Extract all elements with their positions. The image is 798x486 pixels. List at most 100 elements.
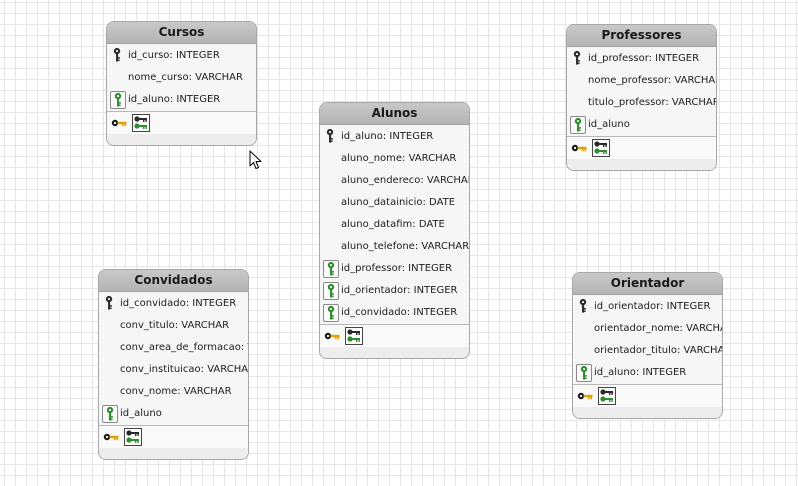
attribute-row[interactable]: id_professor: INTEGER <box>567 48 716 70</box>
entity-footer <box>573 384 722 407</box>
foreign-key-icon <box>327 261 335 276</box>
entity-professores[interactable]: Professores id_professor: INTEGER nome_pr… <box>566 24 717 171</box>
attribute-row[interactable]: id_aluno: INTEGER <box>107 89 256 111</box>
foreign-key-icon <box>323 304 339 322</box>
add-foreign-key-icon[interactable] <box>592 139 610 157</box>
attribute-label: conv_nome: VARCHAR <box>120 386 232 397</box>
add-primary-key-icon[interactable] <box>111 118 127 128</box>
attribute-label: conv_area_de_formacao: VARCHAR <box>120 342 248 353</box>
attribute-row[interactable]: id_orientador: INTEGER <box>573 296 722 318</box>
attribute-row[interactable]: id_convidado: INTEGER <box>99 293 248 315</box>
primary-key-icon <box>570 50 586 68</box>
entity-footer <box>107 111 256 134</box>
attribute-row[interactable]: aluno_datainicio: DATE <box>320 192 469 214</box>
attribute-label: id_convidado: INTEGER <box>341 307 458 318</box>
attribute-row[interactable]: aluno_endereco: VARCHAR <box>320 170 469 192</box>
attribute-list: id_orientador: INTEGER orientador_nome: V… <box>573 295 722 384</box>
entity-bottom-bar <box>573 407 722 418</box>
add-primary-key-icon[interactable] <box>103 432 119 442</box>
attribute-row[interactable]: id_aluno <box>567 114 716 136</box>
entity-footer <box>567 136 716 159</box>
entity-convidados[interactable]: Convidados id_convidado: INTEGER conv_tit… <box>98 269 249 460</box>
attribute-label: id_professor: INTEGER <box>341 263 453 274</box>
attribute-label: conv_instituicao: VARCHAR <box>120 364 248 375</box>
entity-title[interactable]: Cursos <box>107 22 256 44</box>
attribute-row[interactable]: aluno_telefone: VARCHAR <box>320 236 469 258</box>
entity-title[interactable]: Alunos <box>320 103 469 125</box>
primary-key-icon <box>326 128 334 143</box>
add-foreign-key-icon[interactable] <box>124 428 142 446</box>
attribute-row[interactable]: nome_curso: VARCHAR <box>107 67 256 89</box>
attribute-row[interactable]: orientador_titulo: VARCHAR <box>573 340 722 362</box>
attribute-label: id_orientador: INTEGER <box>341 285 458 296</box>
entity-alunos[interactable]: Alunos id_aluno: INTEGER aluno_nome: VARC… <box>319 102 470 359</box>
attribute-row[interactable]: id_curso: INTEGER <box>107 45 256 67</box>
attribute-label: nome_professor: VARCHAR <box>588 75 716 86</box>
attribute-label: aluno_datainicio: DATE <box>341 197 456 208</box>
attribute-row[interactable]: id_aluno <box>99 403 248 425</box>
attribute-row[interactable]: id_aluno: INTEGER <box>573 362 722 384</box>
primary-key-icon <box>579 298 587 313</box>
primary-key-icon <box>323 128 339 146</box>
attribute-label: id_aluno: INTEGER <box>594 367 687 378</box>
entity-orientador[interactable]: Orientador id_orientador: INTEGER orienta… <box>572 272 723 419</box>
foreign-key-icon <box>323 260 339 278</box>
add-foreign-key-icon[interactable] <box>345 327 363 345</box>
attribute-label: id_professor: INTEGER <box>588 53 700 64</box>
primary-key-icon <box>105 295 113 310</box>
entity-title[interactable]: Orientador <box>573 273 722 295</box>
attribute-label: conv_titulo: VARCHAR <box>120 320 230 331</box>
attribute-row[interactable]: aluno_nome: VARCHAR <box>320 148 469 170</box>
attribute-row[interactable]: conv_instituicao: VARCHAR <box>99 359 248 381</box>
attribute-label: aluno_datafim: DATE <box>341 219 445 230</box>
foreign-key-icon <box>570 116 586 134</box>
attribute-label: aluno_endereco: VARCHAR <box>341 175 469 186</box>
entity-footer <box>320 324 469 347</box>
mouse-pointer-icon <box>249 150 262 169</box>
attribute-row[interactable]: id_professor: INTEGER <box>320 258 469 280</box>
attribute-row[interactable]: aluno_datafim: DATE <box>320 214 469 236</box>
add-foreign-key-icon[interactable] <box>132 114 150 132</box>
attribute-label: id_convidado: INTEGER <box>120 298 237 309</box>
foreign-key-icon <box>580 365 588 380</box>
entity-title[interactable]: Convidados <box>99 270 248 292</box>
foreign-key-icon <box>327 283 335 298</box>
add-primary-key-icon[interactable] <box>324 331 340 341</box>
attribute-label: id_aluno: INTEGER <box>341 131 434 142</box>
attribute-label: orientador_titulo: VARCHAR <box>594 345 722 356</box>
attribute-label: id_orientador: INTEGER <box>594 301 711 312</box>
attribute-label: id_aluno <box>588 119 630 130</box>
entity-bottom-bar <box>567 159 716 170</box>
entity-bottom-bar <box>107 134 256 145</box>
attribute-row[interactable]: id_aluno: INTEGER <box>320 126 469 148</box>
attribute-label: titulo_professor: VARCHAR <box>588 97 716 108</box>
entity-footer <box>99 425 248 448</box>
foreign-key-icon <box>576 364 592 382</box>
foreign-key-icon <box>106 406 114 421</box>
attribute-label: id_aluno: INTEGER <box>128 94 221 105</box>
primary-key-icon <box>573 50 581 65</box>
add-primary-key-icon[interactable] <box>577 391 593 401</box>
attribute-row[interactable]: id_orientador: INTEGER <box>320 280 469 302</box>
attribute-row[interactable]: orientador_nome: VARCHAR <box>573 318 722 340</box>
entity-cursos[interactable]: Cursos id_curso: INTEGER nome_curso: VARC… <box>106 21 257 146</box>
add-foreign-key-icon[interactable] <box>598 387 616 405</box>
attribute-row[interactable]: conv_titulo: VARCHAR <box>99 315 248 337</box>
primary-key-icon <box>110 47 126 65</box>
attribute-label: nome_curso: VARCHAR <box>128 72 243 83</box>
attribute-row[interactable]: conv_area_de_formacao: VARCHAR <box>99 337 248 359</box>
foreign-key-icon <box>114 92 122 107</box>
attribute-row[interactable]: nome_professor: VARCHAR <box>567 70 716 92</box>
attribute-row[interactable]: id_convidado: INTEGER <box>320 302 469 324</box>
attribute-row[interactable]: conv_nome: VARCHAR <box>99 381 248 403</box>
attribute-label: id_aluno <box>120 408 162 419</box>
attribute-row[interactable]: titulo_professor: VARCHAR <box>567 92 716 114</box>
entity-title[interactable]: Professores <box>567 25 716 47</box>
entity-bottom-bar <box>320 347 469 358</box>
foreign-key-icon <box>574 117 582 132</box>
add-primary-key-icon[interactable] <box>571 143 587 153</box>
attribute-label: orientador_nome: VARCHAR <box>594 323 722 334</box>
attribute-list: id_curso: INTEGER nome_curso: VARCHAR id_a… <box>107 44 256 111</box>
attribute-list: id_aluno: INTEGER aluno_nome: VARCHAR alun… <box>320 125 469 324</box>
